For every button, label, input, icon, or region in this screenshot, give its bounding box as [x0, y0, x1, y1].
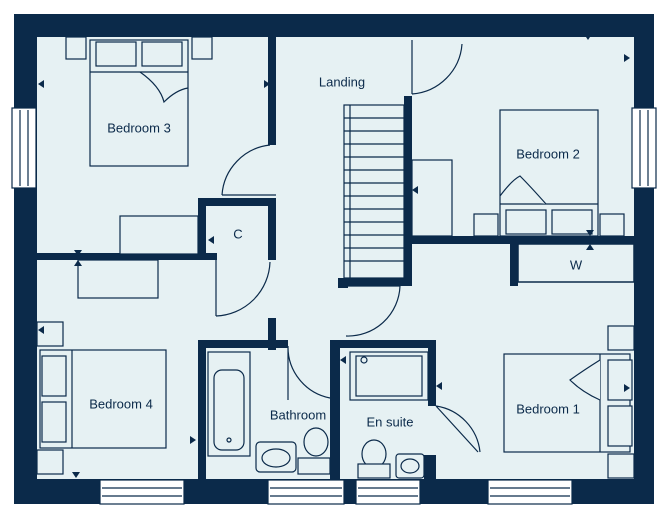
window-bathroom — [267, 479, 345, 505]
window-bedroom3 — [11, 107, 37, 189]
window-bedroom4 — [99, 479, 185, 505]
label-bedroom4: Bedroom 4 — [89, 396, 153, 412]
window-ensuite — [355, 479, 421, 505]
window-bedroom1 — [487, 479, 573, 505]
wardrobe — [517, 243, 635, 283]
staircase — [343, 104, 453, 279]
label-ensuite: En suite — [366, 414, 414, 430]
window-bedroom2 — [631, 107, 657, 189]
label-landing: Landing — [318, 74, 366, 90]
furniture — [36, 36, 635, 479]
label-cupboard: C — [233, 226, 243, 242]
label-bedroom1: Bedroom 1 — [516, 401, 580, 417]
label-bathroom: Bathroom — [269, 407, 327, 423]
marker-arrows — [38, 34, 630, 478]
internal-walls — [37, 37, 634, 480]
label-wardrobe: W — [569, 257, 583, 273]
windows — [11, 107, 657, 505]
label-bedroom2: Bedroom 2 — [516, 146, 580, 162]
label-bedroom3: Bedroom 3 — [107, 120, 171, 136]
